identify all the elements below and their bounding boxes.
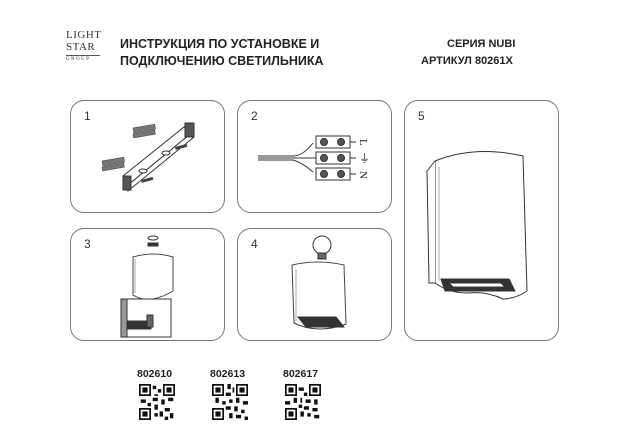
supply-wires: [258, 142, 318, 173]
step-5-panel: 5: [404, 100, 559, 341]
bulb-insertion-illustration: [291, 235, 347, 330]
terminal-block: [315, 135, 356, 181]
terminal-label-n: N: [357, 171, 369, 179]
step-3-number: 3: [84, 237, 91, 251]
mounting-bracket-illustration: [101, 122, 195, 193]
terminal-label-ground: ⏚: [359, 152, 370, 165]
wall-bracket: [296, 316, 346, 328]
title-line-1: ИНСТРУКЦИЯ ПО УСТАНОВКЕ И: [120, 37, 320, 51]
logo-line-3: GROUP: [66, 55, 100, 62]
qr-article-1: 802610: [137, 368, 173, 380]
series-label: СЕРИЯ NUBI: [447, 38, 516, 50]
product-info: СЕРИЯ NUBI АРТИКУЛ 80261X: [421, 36, 515, 70]
title-line-2: ПОДКЛЮЧЕНИЮ СВЕТИЛЬНИКА: [120, 54, 324, 68]
step-2-number: 2: [251, 109, 258, 123]
brand-logo: LIGHT STAR GROUP: [66, 30, 106, 62]
step-1-number: 1: [84, 109, 91, 123]
step-2-panel: 2 L ⏚ N: [237, 100, 392, 213]
qr-code-icon[interactable]: [139, 384, 175, 420]
article-label: АРТИКУЛ 80261X: [421, 55, 513, 67]
light-bulb-icon: [312, 235, 332, 260]
screw-icon: [141, 143, 188, 183]
document-title: ИНСТРУКЦИЯ ПО УСТАНОВКЕ И ПОДКЛЮЧЕНИЮ СВ…: [120, 36, 324, 70]
wall-bracket: [440, 278, 516, 292]
glass-shade: [291, 261, 347, 330]
terminal-labels: L ⏚ N: [357, 139, 370, 179]
step-4-number: 4: [251, 237, 258, 251]
glass-shade: [426, 151, 528, 300]
qr-code-icon[interactable]: [212, 384, 248, 420]
wall-plug-icon: [101, 123, 156, 172]
wiring-terminal-illustration: L ⏚ N: [258, 135, 370, 181]
logo-line-1: LIGHT: [66, 29, 102, 41]
wall-bracket: [120, 298, 172, 338]
qr-article-3: 802617: [283, 368, 319, 380]
bracket-holes: [138, 150, 171, 174]
step-3-panel: 3: [70, 228, 225, 341]
qr-code-icon[interactable]: [285, 384, 321, 420]
logo-line-2: STAR: [66, 41, 96, 53]
step-5-number: 5: [418, 109, 425, 123]
terminal-label-l: L: [357, 139, 369, 146]
glass-shade: [132, 253, 174, 300]
shade-mount-illustration: [120, 235, 174, 338]
step-1-panel: 1: [70, 100, 225, 213]
qr-article-2: 802613: [210, 368, 246, 380]
lamp-cap-icon: [147, 235, 159, 247]
step-4-panel: 4: [237, 228, 392, 341]
assembled-lamp-illustration: [426, 151, 528, 300]
